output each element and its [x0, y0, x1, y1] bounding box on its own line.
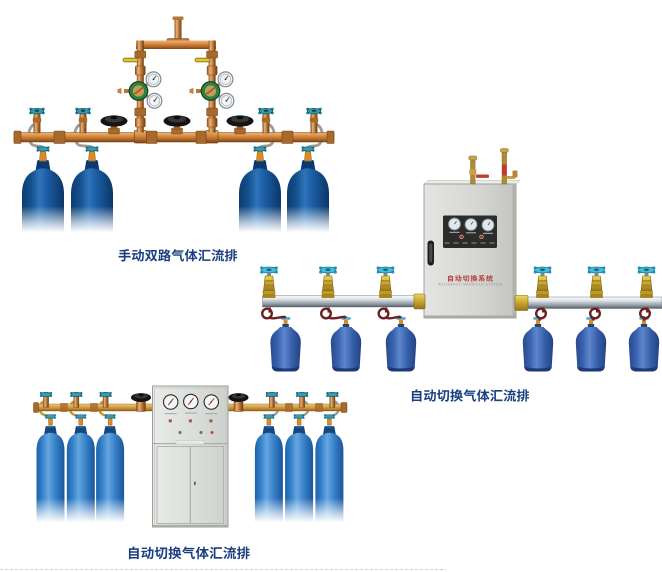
- svg-text:AUTOMATIC MANIFOLD SYSTEM: AUTOMATIC MANIFOLD SYSTEM: [438, 283, 502, 287]
